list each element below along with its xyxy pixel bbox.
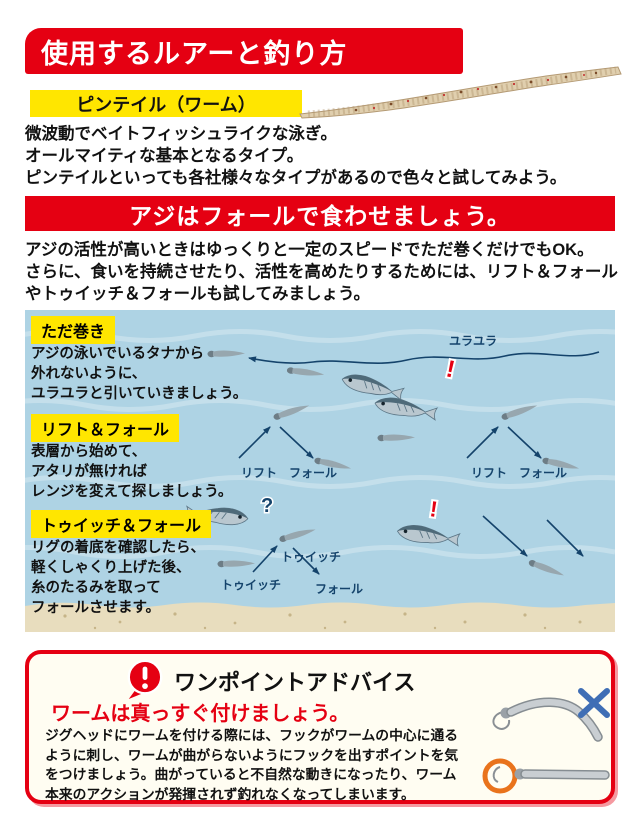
bent-worm-bad-example [492,688,610,742]
advice-line: ように刺し、ワームが曲がらないようにフックを出すポイントを気 [45,747,459,763]
tech-line: 糸のたるみを取って [31,580,161,596]
alert-mark: ! [428,496,439,522]
worm-rig-icon [527,558,566,579]
lift-fall-label: リフト＆フォール [31,414,180,442]
lift-annotation: リフト [471,466,508,480]
lift-arrow [466,426,499,459]
fall-arrow [546,519,584,557]
aji-fish-icon [339,370,405,403]
straight-worm-good-example [482,758,610,794]
fall-annotation: フォール [289,466,338,480]
fall-arrow [279,426,314,459]
worm-body-straight [521,770,609,779]
twitch-fall-illustration: ? ! [184,494,584,579]
tech-line: 外れないように、 [31,366,147,382]
fall-arrow [507,426,542,459]
twitch-fall-label: トゥイッチ＆フォール [31,510,212,538]
sand-speckles [63,612,582,630]
fall-banner-text: アジはフォールで食わせましょう。 [129,202,511,229]
exclamation-bubble-icon [127,659,163,700]
fall-arrow [482,515,528,557]
one-point-advice-box: ワンポイントアドバイス ワームは真っすぐ付けましょう。 ジグヘッドにワームを付け… [25,650,615,804]
body-line: ピンテイルといっても各社様々なタイプがあるので色々と試してみよう。 [25,168,567,187]
tadamaki-label: ただ巻き [31,316,116,344]
page-title: 使用するルアーと釣り方 [41,38,348,69]
hook-icon [492,766,501,783]
aji-fish-icon [395,522,461,549]
advice-line: ジグヘッドにワームを付ける際には、フックがワームの中心に通る [45,728,459,743]
tech-line: リグの着底を確認したら、 [31,540,205,556]
body-line: 微波動でベイトフィッシュライクな泳ぎ。 [25,125,338,143]
body-line: オールマイティな基本となるタイプ。 [25,146,304,165]
alert-mark: ! [444,355,457,383]
tadamaki-illustration: ! [207,350,600,423]
twitch-fall-text: リグの着底を確認したら、 軽くしゃくり上げた後、 糸のたるみを取って フォールさ… [31,538,205,618]
tech-line: 軽くしゃくり上げた後、 [31,560,191,576]
fall-description: アジの活性が高いときはゆっくりと一定のスピードでただ巻くだけでもOK。 さらに、… [25,240,619,306]
lift-annotation: リフト [241,466,278,480]
advice-line: をつけましょう。曲がっていると不自然な動きになったり、ワーム [45,767,457,783]
twitch-annotation: トゥイッチ [281,550,342,564]
worm-rig-icon [278,526,317,543]
lift-fall-illustration [238,402,580,473]
question-mark: ? [261,495,273,517]
tech-line: ユラユラと引いていきましょう。 [31,386,248,402]
circle-mark-icon [482,758,518,794]
body-line: さらに、食いを持続させたり、活性を高めたりするためには、リフト＆フォール [25,262,618,281]
advice-line: 本来のアクションが発揮されず釣れなくなってしまいます。 [45,786,415,802]
pintail-worm-image [299,66,622,119]
fall-arrow [292,547,320,575]
yurayura-annotation: ユラユラ [449,334,498,348]
advice-heading: ワームは真っすぐ付けましょう。 [51,703,350,725]
cross-mark-icon [578,688,610,718]
tech-line: レンジを変えて探しましょう。 [31,484,233,500]
water-scene-illustration: ! ? ! [25,329,615,632]
worm-rig-icon [377,434,415,442]
tech-line: フォールさせます。 [31,600,161,616]
hook-icon [492,711,511,730]
worm-rig-icon [217,560,255,568]
worm-body-bent [507,699,602,741]
pintail-description: 微波動でベイトフィッシュライクな泳ぎ。 オールマイティな基本となるタイプ。 ピン… [25,124,619,190]
lift-fall-text: 表層から始めて、 アタリが無ければ レンジを変えて探しましょう。 [31,442,232,502]
worm-speckles-brown [354,71,598,112]
body-line: アジの活性が高いときはゆっくりと一定のスピードでただ巻くだけでもOK。 [25,241,594,259]
advice-title: ワンポイントアドバイス [174,670,416,695]
tech-line: 表層から始めて、 [31,444,147,460]
worm-rig-icon [286,366,325,379]
pintail-label-text: ピンテイル（ワーム） [76,94,256,115]
water-techniques-section: ! ? ! ただ巻き [25,310,615,632]
swim-motion-arrow [248,351,600,365]
tech-line: アタリが無ければ [31,464,147,480]
pintail-section-label: ピンテイル（ワーム） [30,90,302,117]
worm-speckles-red [372,74,585,110]
lift-arrow [238,426,271,459]
twitch-annotation: トゥイッチ [221,578,282,592]
page-title-banner: 使用するルアーと釣り方 [25,28,463,74]
tech-line: アジの泳いでいるタナから [31,346,204,362]
fall-annotation: フォール [315,582,364,596]
advice-body: ジグヘッドにワームを付ける際には、フックがワームの中心に通る ように刺し、ワーム… [45,726,483,804]
fall-annotation: フォール [519,466,568,480]
twitch-arrow [252,545,278,573]
body-line: やトゥイッチ＆フォールも試してみましょう。 [25,284,371,303]
fall-banner: アジはフォールで食わせましょう。 [25,196,615,231]
tadamaki-text: アジの泳いでいるタナから 外れないように、 ユラユラと引いていきましょう。 [31,344,247,404]
sand-bottom [25,602,615,632]
